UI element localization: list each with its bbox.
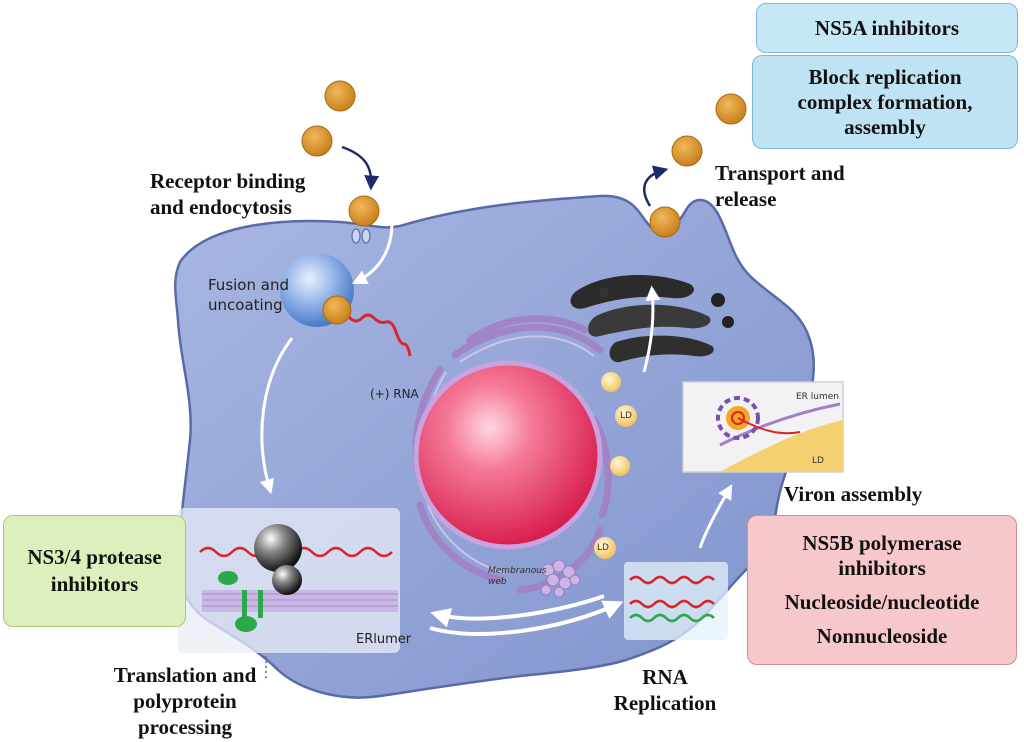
label-rna-replication-line1: RNA xyxy=(642,665,688,689)
ribosome-small xyxy=(272,565,302,595)
label-receptor-binding-line2: and endocytosis xyxy=(150,195,292,219)
label-transport-release-line2: release xyxy=(715,187,777,211)
label-er-lumen-inset: ER lumen xyxy=(796,392,840,402)
ns5a-body-line3: assembly xyxy=(844,114,926,139)
ns5b-title-line2: inhibitors xyxy=(838,556,926,580)
label-fusion-line1: Fusion and xyxy=(208,276,289,294)
ns34-line2: inhibitors xyxy=(50,572,139,596)
label-translation-line2: polyprotein xyxy=(133,689,237,713)
label-fusion-line2: uncoating xyxy=(208,296,283,314)
ns5a-body-box: Block replication complex formation, ass… xyxy=(752,55,1018,149)
virions xyxy=(301,80,747,325)
ns5a-body-line2: complex formation, xyxy=(797,89,973,114)
plus-rna-strand xyxy=(336,313,412,357)
ns5a-body-line1: Block replication xyxy=(808,64,962,89)
label-membranous-web: Membranous web xyxy=(488,566,547,588)
ns5a-title: NS5A inhibitors xyxy=(814,15,960,40)
label-er-lumen-bottom: ERlumer xyxy=(356,632,412,647)
ns5a-title-box: NS5A inhibitors xyxy=(756,3,1018,53)
ribosome-large xyxy=(254,524,302,572)
ns34-line1: NS3/4 protease xyxy=(27,545,162,569)
nucleus xyxy=(413,360,603,550)
label-translation: Translation and polyprotein processing xyxy=(100,662,270,740)
label-translation-line3: processing xyxy=(137,715,233,739)
label-plus-rna: (+) RNA xyxy=(370,387,419,401)
label-rna-replication: RNA Replication xyxy=(600,664,730,716)
label-transport-release: Transport and release xyxy=(715,160,845,212)
label-translation-line1: Translation and xyxy=(113,663,257,687)
ns5b-title-line1: NS5B polymerase xyxy=(802,531,962,555)
label-ld-2: LD xyxy=(597,543,609,553)
label-rna-replication-line2: Replication xyxy=(613,691,717,715)
ns34-box: NS3/4 protease inhibitors xyxy=(3,515,186,627)
label-receptor-binding-line1: Receptor binding xyxy=(150,169,306,193)
ns5b-nucleoside: Nucleoside/nucleotide xyxy=(784,590,980,614)
label-receptor-binding: Receptor binding and endocytosis xyxy=(150,168,305,220)
membranous-web xyxy=(540,559,581,598)
lipid-droplets xyxy=(594,372,637,559)
label-transport-release-line1: Transport and xyxy=(715,161,845,185)
label-viron-assembly: Viron assembly xyxy=(784,482,923,506)
label-ld-inset: LD xyxy=(812,456,824,466)
label-ld-1: LD xyxy=(620,411,632,421)
label-fusion-uncoating: Fusion and uncoating xyxy=(208,275,289,315)
ns5b-box: NS5B polymerase inhibitors Nucleoside/nu… xyxy=(747,515,1017,665)
label-membranous-line2: web xyxy=(488,577,507,587)
ns5b-title: NS5B polymerase inhibitors xyxy=(802,531,961,581)
receptor xyxy=(351,228,371,244)
golgi-apparatus xyxy=(570,274,734,363)
ns5b-nonnucleoside: Nonnucleoside xyxy=(816,624,948,648)
label-membranous-line1: Membranous xyxy=(488,566,547,576)
